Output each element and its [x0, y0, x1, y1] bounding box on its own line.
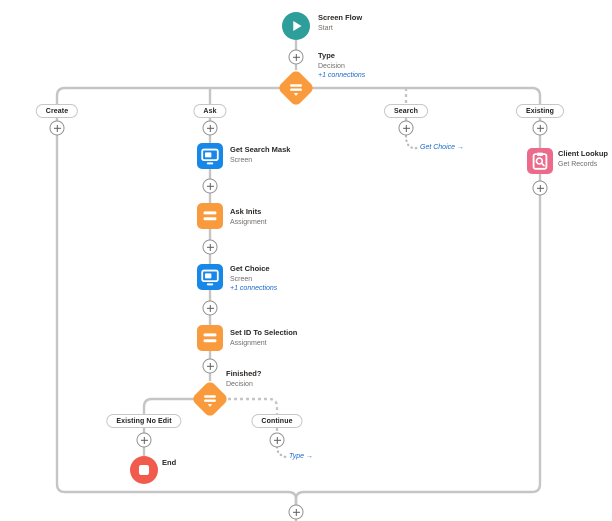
decision-icon	[194, 383, 225, 414]
add-element-button[interactable]	[288, 504, 304, 520]
goto-link-get-choice[interactable]: Get Choice →	[420, 144, 464, 151]
add-element-button[interactable]	[202, 120, 218, 136]
goto-link-type[interactable]: Type →	[289, 453, 313, 460]
screen-node-get-choice[interactable]	[197, 264, 223, 290]
end-node-label: End	[162, 458, 177, 467]
add-element-button[interactable]	[49, 120, 65, 136]
branch-label-ask: Ask	[193, 104, 227, 118]
screen-icon	[199, 145, 221, 167]
branch-label-continue: Continue	[251, 414, 303, 428]
branch-label-existing-no-edit: Existing No Edit	[106, 414, 182, 428]
connections-link[interactable]: +1 connections	[230, 285, 278, 293]
add-element-button[interactable]	[202, 239, 218, 255]
play-icon	[285, 15, 307, 37]
branch-label-search: Search	[384, 104, 428, 118]
stop-icon	[133, 459, 155, 481]
screen-node-get-search-mask[interactable]	[197, 143, 223, 169]
add-element-button[interactable]	[532, 180, 548, 196]
get-records-icon	[529, 150, 551, 172]
add-element-button[interactable]	[202, 358, 218, 374]
add-element-button[interactable]	[532, 120, 548, 136]
decision-node-finished[interactable]	[190, 379, 230, 419]
branch-label-existing: Existing	[515, 104, 565, 118]
branch-label-create: Create	[35, 104, 79, 118]
add-element-button[interactable]	[202, 300, 218, 316]
decision-node-type[interactable]	[276, 68, 316, 108]
add-element-button[interactable]	[136, 432, 152, 448]
end-node[interactable]	[130, 456, 158, 484]
screen-icon	[199, 266, 221, 288]
add-element-button[interactable]	[202, 178, 218, 194]
assignment-node-ask-inits[interactable]	[197, 203, 223, 229]
set-id-to-selection-label: Set ID To Selection Assignment	[230, 328, 298, 347]
finished-decision-label: Finished? Decision	[226, 369, 262, 388]
ask-inits-label: Ask Inits Assignment	[230, 207, 267, 226]
connections-link[interactable]: +1 connections	[318, 72, 366, 80]
add-element-button[interactable]	[269, 432, 285, 448]
add-element-button[interactable]	[398, 120, 414, 136]
type-decision-label: Type Decision +1 connections	[318, 51, 366, 80]
get-search-mask-label: Get Search Mask Screen	[230, 145, 291, 164]
assignment-icon	[199, 205, 221, 227]
assignment-node-set-id[interactable]	[197, 325, 223, 351]
get-records-node-client-lookup[interactable]	[527, 148, 553, 174]
add-element-button[interactable]	[288, 49, 304, 65]
assignment-icon	[199, 327, 221, 349]
start-node[interactable]	[282, 12, 310, 40]
decision-icon	[280, 72, 311, 103]
get-choice-label: Get Choice Screen +1 connections	[230, 264, 278, 293]
client-lookup-label: Client Lookup Get Records	[558, 149, 608, 168]
start-node-label: Screen Flow Start	[318, 13, 363, 32]
